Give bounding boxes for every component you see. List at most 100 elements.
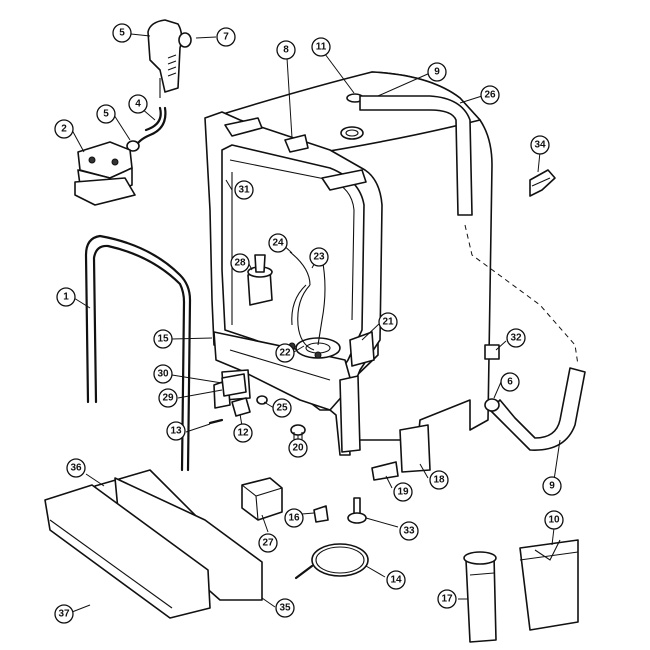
- callout-8: 8: [276, 40, 296, 60]
- callout-label: 6: [507, 377, 513, 388]
- callout-label: 28: [234, 258, 246, 269]
- callout-label: 2: [61, 124, 67, 135]
- callout-20: 20: [288, 438, 308, 458]
- callout-circle: [429, 470, 449, 490]
- callout-7: 7: [216, 27, 236, 47]
- callout-label: 13: [170, 426, 182, 437]
- callout-label: 32: [510, 333, 522, 344]
- callout-label: 5: [103, 109, 109, 120]
- callout-label: 19: [397, 487, 409, 498]
- callout-label: 30: [157, 369, 169, 380]
- callout-label: 5: [119, 28, 125, 39]
- callout-circle: [54, 119, 74, 139]
- callout-26: 26: [480, 85, 500, 105]
- leader-lines: [71, 33, 561, 613]
- callout-circle: [230, 253, 250, 273]
- callout-5b: 5: [96, 104, 116, 124]
- bottom-parts: [44, 461, 579, 643]
- callout-label: 1: [63, 292, 69, 303]
- callout-circle: [500, 372, 520, 392]
- callout-24: 24: [268, 233, 288, 253]
- callout-label: 17: [441, 594, 453, 605]
- callout-9b: 9: [542, 476, 562, 496]
- callout-12: 12: [233, 423, 253, 443]
- callout-label: 22: [279, 348, 291, 359]
- callout-circle: [234, 180, 254, 200]
- callout-label: 18: [433, 475, 445, 486]
- callout-circle: [386, 570, 406, 590]
- internal-parts: [208, 251, 375, 441]
- callout-32: 32: [506, 328, 526, 348]
- callout-17: 17: [437, 589, 457, 609]
- callout-label: 27: [262, 538, 274, 549]
- callout-circle: [166, 421, 186, 441]
- callout-28: 28: [230, 253, 250, 273]
- callout-circle: [288, 438, 308, 458]
- callout-circle: [311, 37, 331, 57]
- callout-circle: [275, 343, 295, 363]
- callout-label: 16: [288, 513, 300, 524]
- callout-circle: [268, 233, 288, 253]
- callout-circle: [437, 589, 457, 609]
- callout-circle: [233, 423, 253, 443]
- callout-label: 31: [238, 185, 250, 196]
- callout-circle: [506, 328, 526, 348]
- callout-circle: [128, 94, 148, 114]
- callout-circle: [427, 62, 447, 82]
- vent-tube-group: [359, 95, 586, 451]
- callout-label: 21: [382, 317, 394, 328]
- callout-circle: [158, 388, 178, 408]
- callout-label: 9: [549, 481, 555, 492]
- callout-label: 15: [157, 334, 169, 345]
- callout-label: 34: [534, 140, 546, 151]
- callout-9a: 9: [427, 62, 447, 82]
- callout-23a: 23: [309, 247, 329, 267]
- callout-circle: [275, 598, 295, 618]
- callout-circle: [544, 510, 564, 530]
- callout-label: 37: [58, 609, 70, 620]
- callout-label: 11: [316, 42, 327, 53]
- callout-1: 1: [56, 287, 76, 307]
- callout-30: 30: [153, 364, 173, 384]
- callout-label: 10: [548, 515, 560, 526]
- callout-25: 25: [272, 398, 292, 418]
- callout-10: 10: [544, 510, 564, 530]
- callout-label: 8: [283, 45, 289, 56]
- callout-circle: [272, 398, 292, 418]
- callout-35: 35: [275, 598, 295, 618]
- callout-circle: [378, 312, 398, 332]
- callout-circle: [399, 521, 419, 541]
- callout-circle: [56, 287, 76, 307]
- callout-circle: [96, 104, 116, 124]
- callout-label: 23: [313, 252, 325, 263]
- callout-label: 4: [135, 99, 141, 110]
- callout-label: 36: [70, 463, 82, 474]
- callout-29: 29: [158, 388, 178, 408]
- callout-22: 22: [275, 343, 295, 363]
- callout-18: 18: [429, 470, 449, 490]
- callout-14: 14: [386, 570, 406, 590]
- callout-21: 21: [378, 312, 398, 332]
- callout-circle: [216, 27, 236, 47]
- callout-label: 7: [223, 32, 229, 43]
- callout-label: 9: [434, 67, 440, 78]
- callout-circle: [66, 458, 86, 478]
- callout-5a: 5: [112, 23, 132, 43]
- callout-16: 16: [284, 508, 304, 528]
- callout-36: 36: [66, 458, 86, 478]
- callout-27: 27: [258, 533, 278, 553]
- callout-circle: [54, 604, 74, 624]
- callout-circle: [258, 533, 278, 553]
- callout-label: 12: [237, 428, 249, 439]
- inlet-valve-group: [74, 19, 192, 206]
- callout-circle: [153, 364, 173, 384]
- callout-label: 35: [279, 603, 291, 614]
- callout-label: 25: [276, 403, 288, 414]
- door-gasket: [84, 234, 192, 472]
- callout-circle: [284, 508, 304, 528]
- callout-circle: [276, 40, 296, 60]
- callout-31: 31: [234, 180, 254, 200]
- callout-13: 13: [166, 421, 186, 441]
- callout-11: 11: [311, 37, 331, 57]
